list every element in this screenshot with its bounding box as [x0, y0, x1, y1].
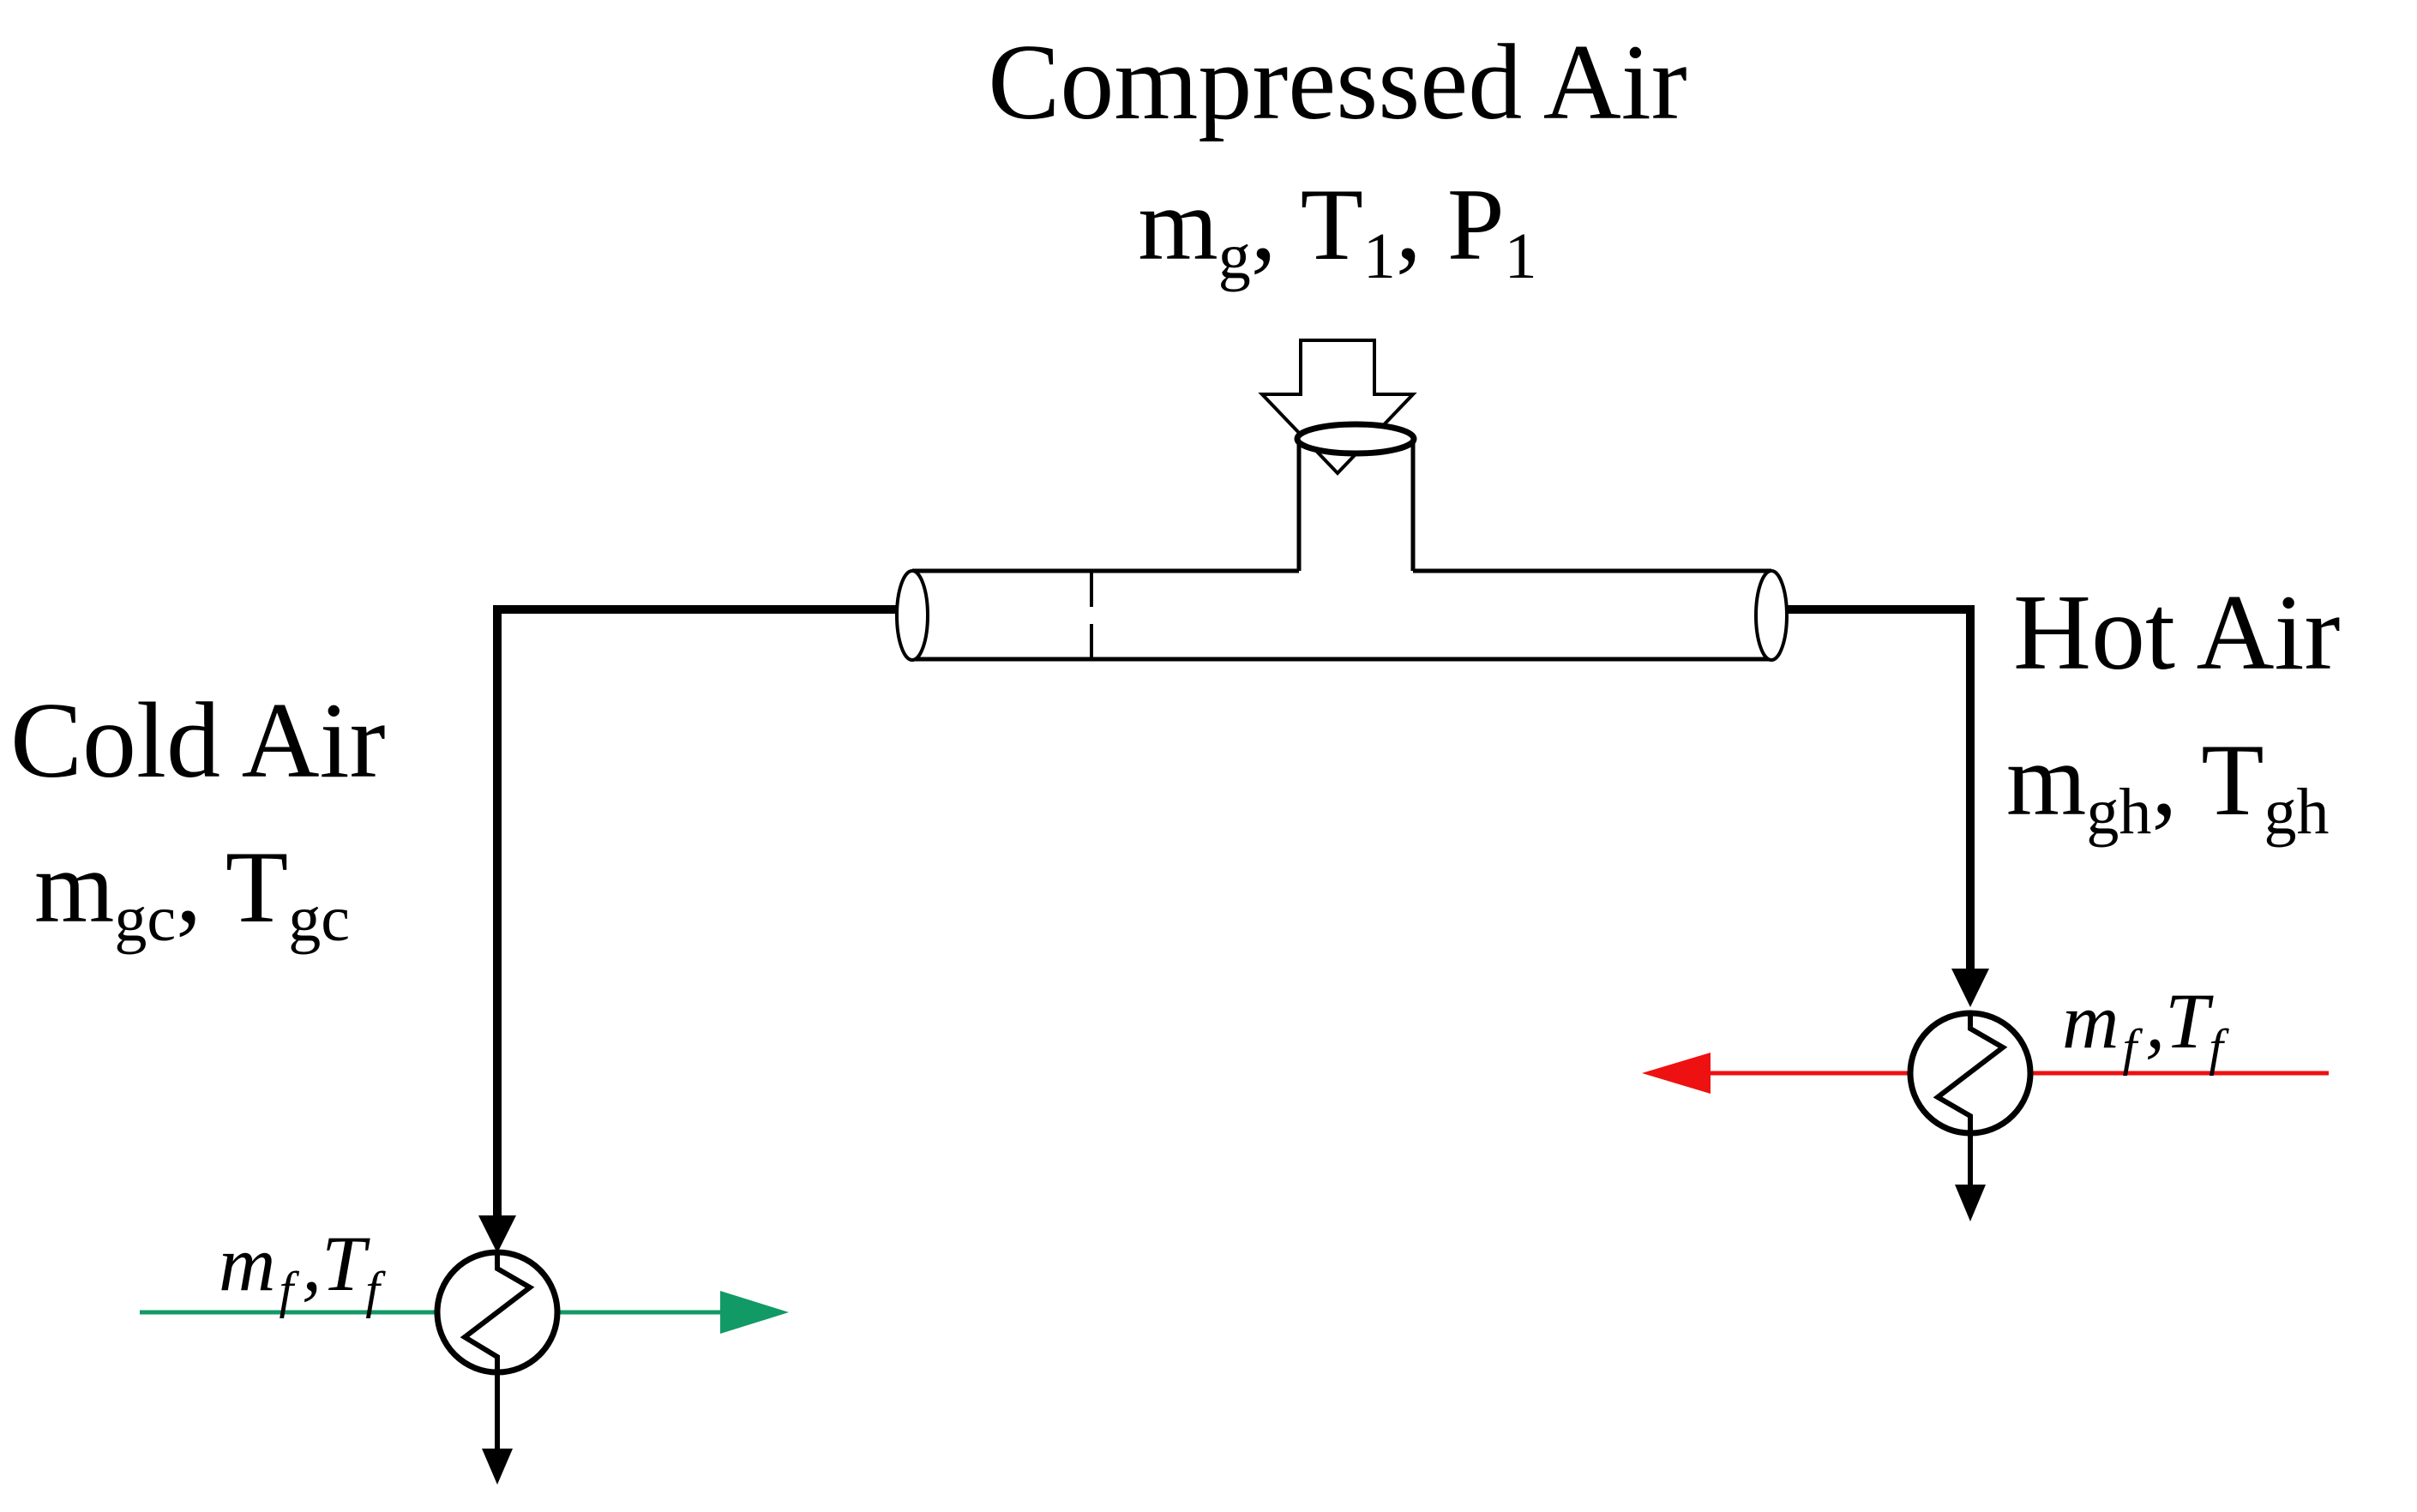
cold-air-variables: mgc, Tgc: [34, 830, 350, 955]
compressed-air-variables: mg, T1, P1: [1138, 167, 1536, 292]
hot-air-arrow-icon: [1951, 969, 1989, 1007]
hot-fluid-arrow-icon: [1642, 1053, 1711, 1094]
hot-end-cap: [1754, 569, 1789, 662]
cold-fluid-arrow-icon: [720, 1291, 789, 1334]
cold-drain-arrow-icon: [482, 1449, 513, 1485]
hot-heat-exchanger: [1642, 1010, 2329, 1221]
compressed-air-title: Compressed Air: [988, 23, 1686, 142]
cold-end-cap: [895, 569, 929, 662]
cold-air-title: Cold Air: [10, 681, 386, 801]
hot-exchanger-coil-icon: [1933, 1013, 2008, 1133]
inlet-port: [1294, 421, 1417, 457]
cold-air-arrow-icon: [478, 1215, 516, 1253]
hot-exchanger-fluid-label: mf,Tf: [2062, 977, 2229, 1076]
hot-air-variables: mgh, Tgh: [2006, 723, 2330, 848]
hot-air-title: Hot Air: [2013, 573, 2341, 693]
vortex-tube: [895, 421, 1789, 662]
hot-drain-arrow-icon: [1955, 1185, 1986, 1221]
cold-air-pipe: [493, 605, 897, 1231]
cold-exchanger-fluid-label: mf,Tf: [219, 1220, 386, 1318]
cold-heat-exchanger: [140, 1249, 789, 1485]
cold-exchanger-coil-icon: [460, 1252, 535, 1372]
hot-air-pipe: [1787, 605, 1975, 986]
